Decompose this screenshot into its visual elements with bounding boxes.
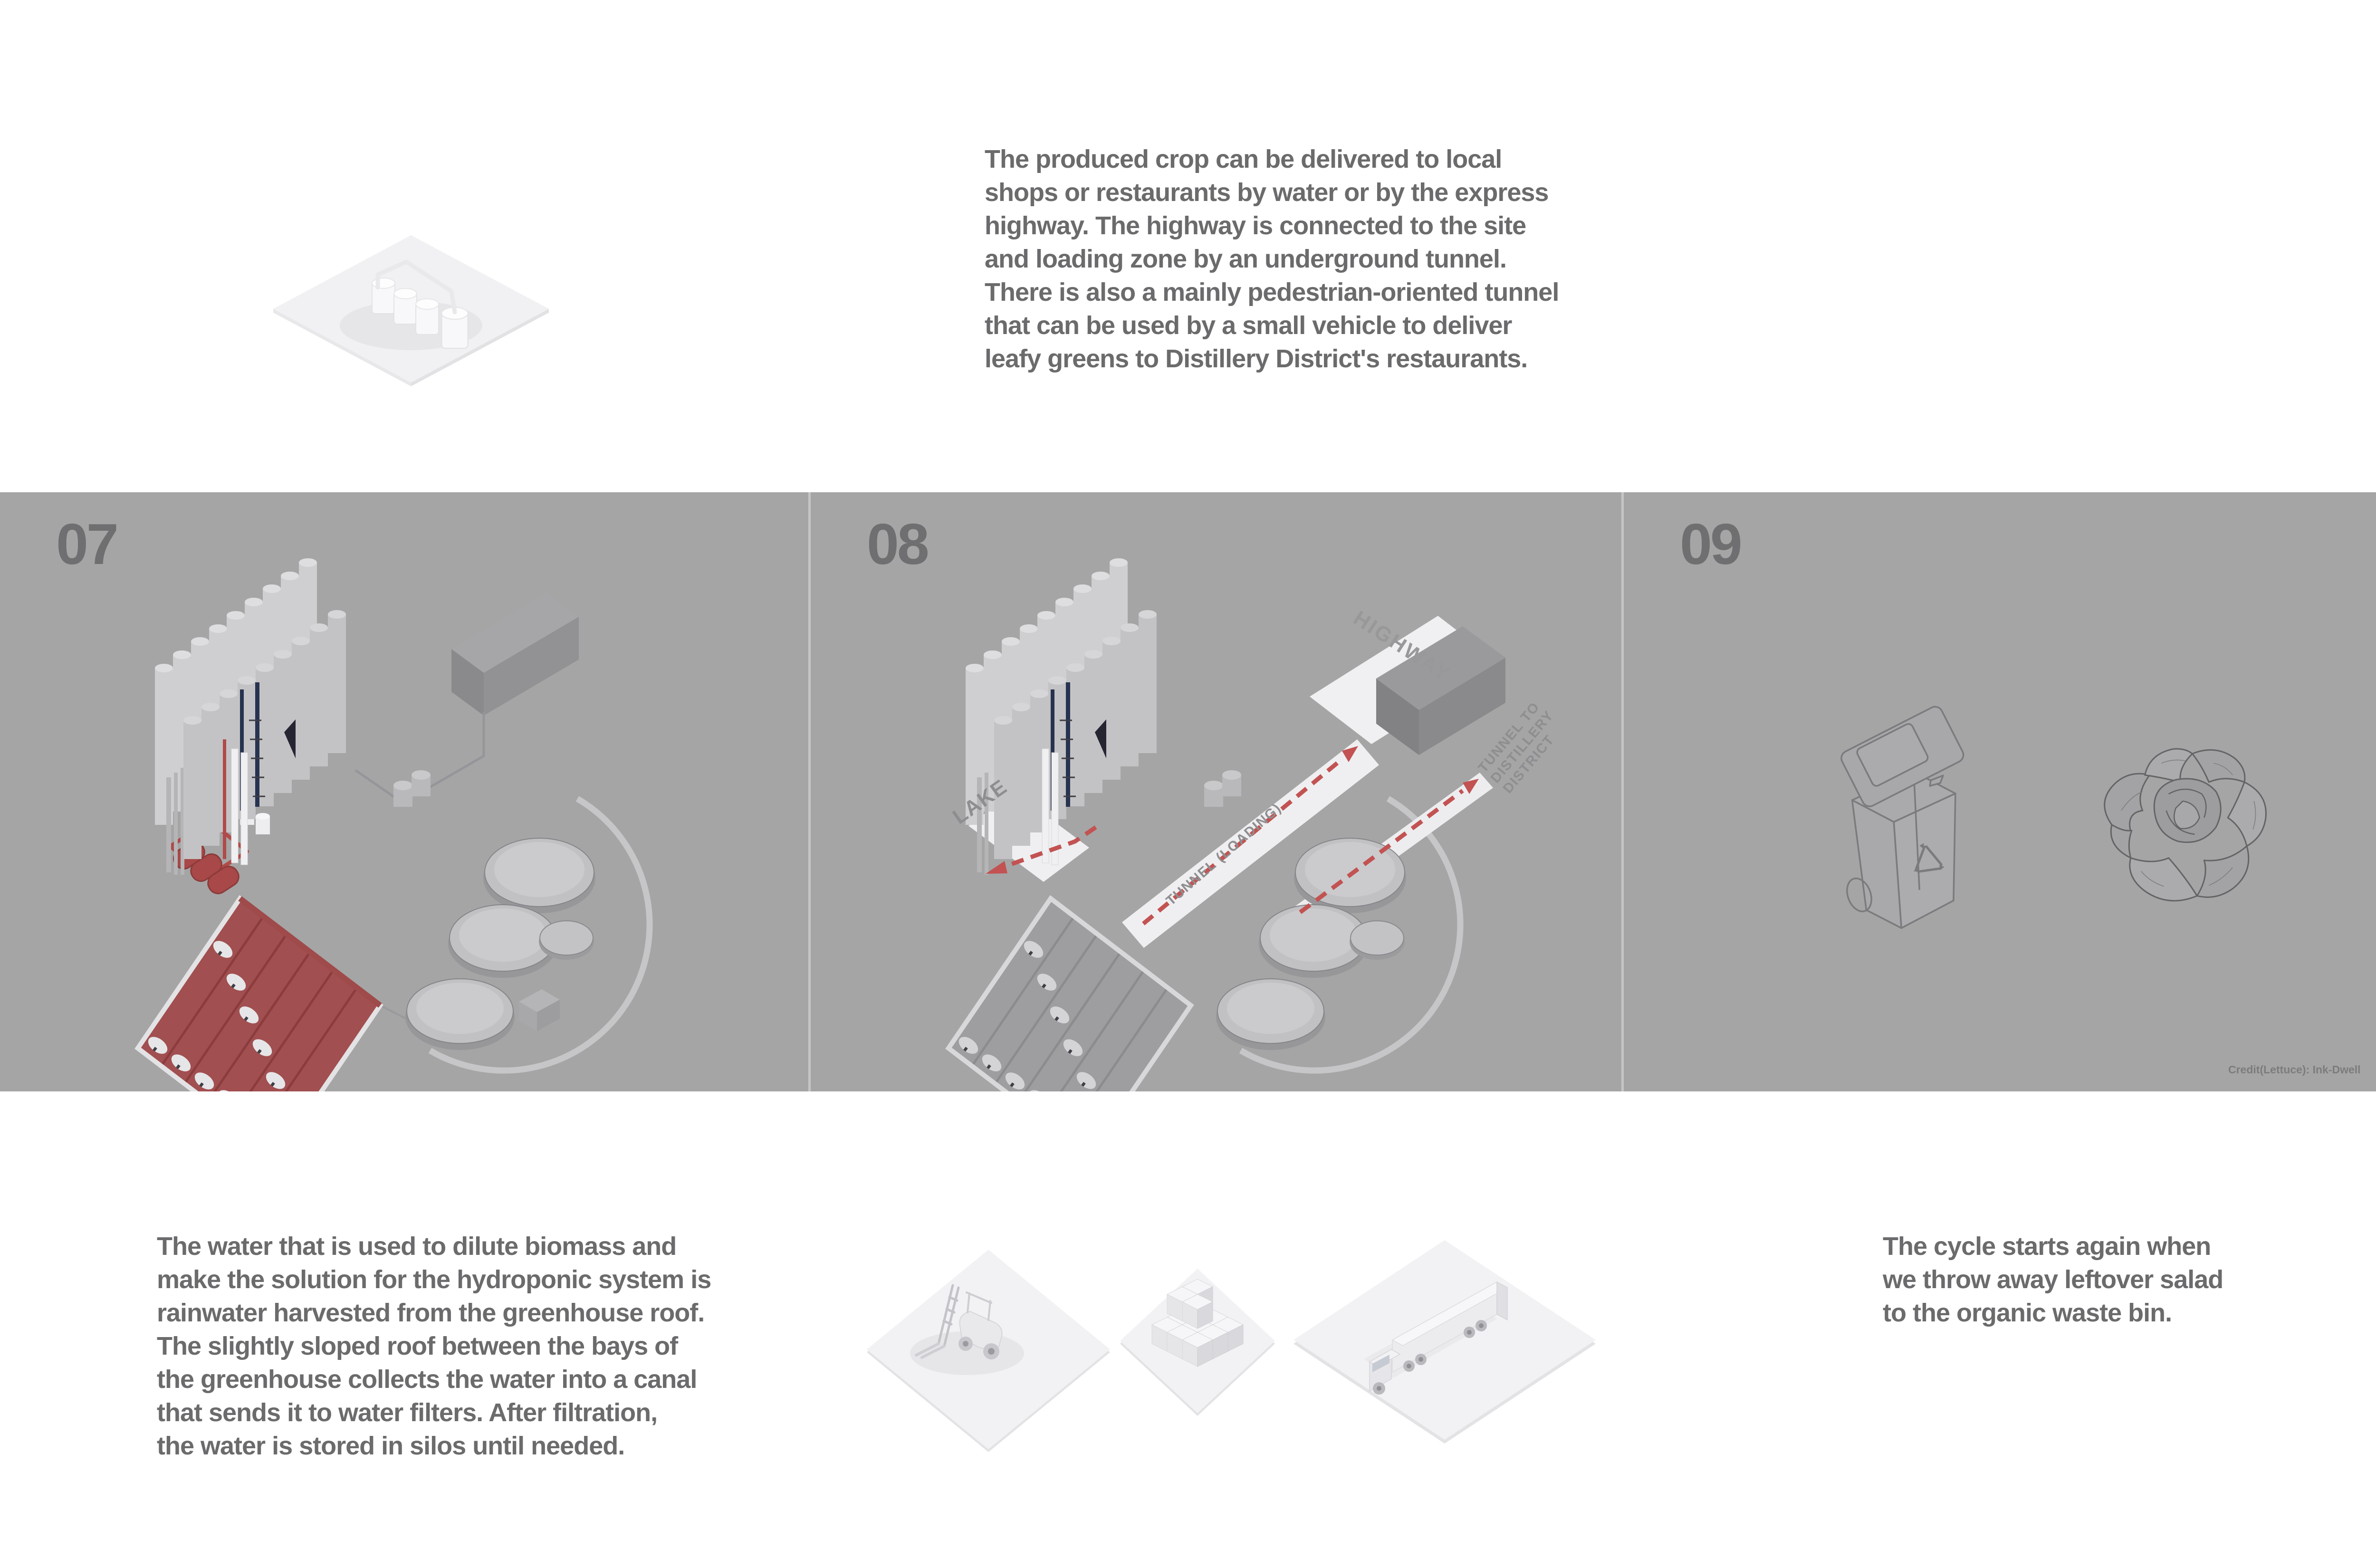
silo-block — [155, 558, 346, 875]
panel-09: 09 Credit(Lettuce): Ink-Dwell — [1621, 492, 2376, 1091]
ladder — [249, 719, 265, 797]
facility-illustration-logistics — [945, 558, 1505, 1091]
waste-cycle-illustration — [1840, 706, 2267, 929]
lake-arrowhead — [986, 861, 1007, 874]
greenhouse-red — [134, 895, 383, 1091]
service-building — [451, 593, 579, 716]
district-arrow — [1299, 789, 1464, 914]
panel-band: 07 — [0, 492, 2376, 1091]
greenhouse-gray — [945, 895, 1194, 1091]
storage-tanks — [405, 838, 595, 1050]
ring-road — [1239, 796, 1464, 1074]
forklift-figure — [867, 1250, 1110, 1452]
intro-paragraph: The produced crop can be delivered to lo… — [985, 145, 1559, 373]
panel-07-number: 07 — [56, 512, 119, 576]
semi-truck — [1369, 1281, 1508, 1395]
silo-block — [966, 558, 1157, 875]
loading-arrow — [1142, 756, 1344, 926]
recycle-icon — [1913, 843, 1945, 873]
storage-tanks — [1204, 770, 1406, 1050]
pipe — [375, 259, 457, 315]
red-downpipe — [223, 739, 226, 859]
ring-road — [428, 796, 653, 1074]
loading-arrowhead — [1342, 746, 1358, 762]
lake-arrow — [1005, 825, 1097, 869]
panel-09-number: 09 — [1680, 512, 1743, 576]
credit-text: Credit(Lettuce): Ink-Dwell — [2228, 1063, 2361, 1076]
crates-figure — [1120, 1269, 1275, 1416]
panel-07: 07 — [0, 492, 808, 1091]
delivery-route-arrows — [1005, 756, 1464, 926]
facility-illustration-rainwater — [134, 558, 653, 1091]
water-filter-tanks-figure — [273, 235, 549, 386]
highway-building — [1376, 626, 1505, 755]
district-arrowhead — [1463, 779, 1479, 794]
forklift — [915, 1284, 1003, 1359]
delivery-truck-figure — [1293, 1240, 1596, 1444]
panel-08: 08 LAKE HIGHWAY TUNNEL (LOADING) TUNNEL … — [808, 492, 1621, 1091]
red-gutter-edge — [238, 896, 382, 1008]
lettuce-illustration — [2104, 748, 2267, 902]
water-note-paragraph: The water that is used to dilute biomass… — [157, 1232, 711, 1460]
waste-bin-illustration — [1840, 706, 1964, 929]
filter-tanks — [372, 259, 469, 349]
blue-riser — [255, 682, 259, 807]
loading-tunnel-path — [1122, 739, 1379, 948]
panel-08-number: 08 — [867, 512, 929, 576]
cycle-note-paragraph: The cycle starts again when we throw awa… — [1883, 1232, 2223, 1327]
